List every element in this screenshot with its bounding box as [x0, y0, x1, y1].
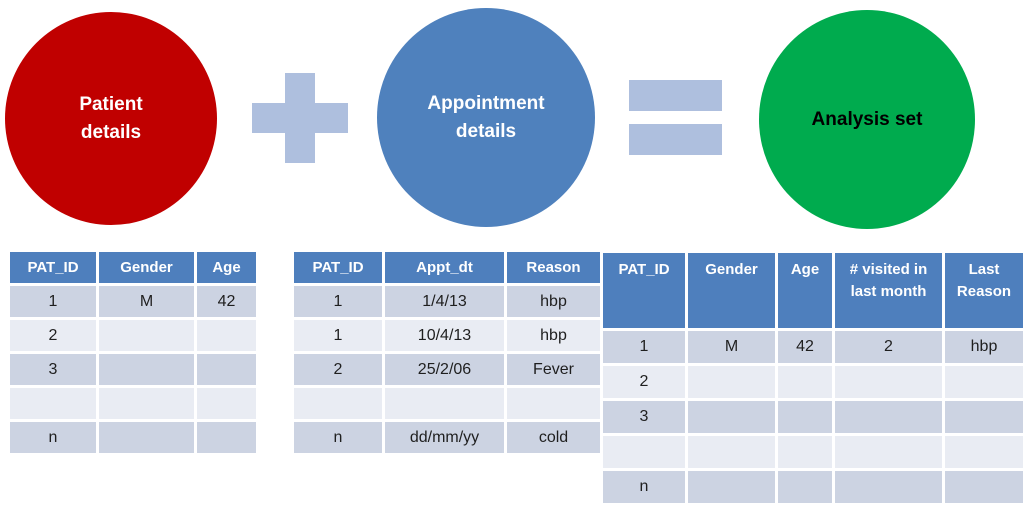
table-cell: 3	[10, 354, 96, 385]
table-cell: n	[603, 471, 685, 503]
table-cell	[688, 436, 775, 468]
table-cell	[945, 366, 1023, 398]
table-cell	[945, 436, 1023, 468]
table-cell	[835, 471, 942, 503]
table-cell: cold	[507, 422, 600, 453]
table-cell	[778, 366, 832, 398]
table-cell	[197, 422, 256, 453]
table-cell	[945, 471, 1023, 503]
table-cell	[197, 354, 256, 385]
column-header: PAT_ID	[294, 252, 382, 283]
table-cell: 2	[10, 320, 96, 351]
table-cell: 3	[603, 401, 685, 433]
table-cell	[385, 388, 504, 419]
table-cell	[10, 388, 96, 419]
table-cell: 1	[603, 331, 685, 363]
table-cell: 1	[10, 286, 96, 317]
table-cell: Fever	[507, 354, 600, 385]
table-cell	[507, 388, 600, 419]
table-cell	[99, 422, 194, 453]
table-cell: 2	[603, 366, 685, 398]
equals-icon	[629, 80, 722, 155]
table-cell: hbp	[945, 331, 1023, 363]
table-cell	[778, 436, 832, 468]
table-cell	[603, 436, 685, 468]
table-cell: 2	[835, 331, 942, 363]
table-cell: 10/4/13	[385, 320, 504, 351]
analysis-set-label: Analysis set	[811, 108, 923, 130]
table-cell: M	[688, 331, 775, 363]
table-cell: dd/mm/yy	[385, 422, 504, 453]
table-cell	[778, 471, 832, 503]
patient-details-label: Patient details	[79, 93, 143, 143]
table-cell: n	[10, 422, 96, 453]
table-cell: 1	[294, 320, 382, 351]
analysis-set-circle: Analysis set	[759, 10, 975, 229]
patient-details-circle: Patient details	[5, 12, 217, 225]
column-header: Gender	[99, 252, 194, 283]
column-header: Age	[197, 252, 256, 283]
table-cell	[197, 388, 256, 419]
column-header: Appt_dt	[385, 252, 504, 283]
table-cell	[688, 366, 775, 398]
plus-icon-horizontal-bar	[252, 103, 348, 133]
table-cell: 1	[294, 286, 382, 317]
column-header: Gender	[688, 253, 775, 328]
column-header: Reason	[507, 252, 600, 283]
table-cell: 42	[778, 331, 832, 363]
table-cell: hbp	[507, 286, 600, 317]
appointment-details-label: Appointment details	[427, 92, 545, 142]
table-cell	[197, 320, 256, 351]
table-cell: 42	[197, 286, 256, 317]
plus-icon	[252, 73, 348, 163]
appointment-details-circle: Appointment details	[377, 8, 595, 227]
table-cell	[99, 320, 194, 351]
column-header: Last Reason	[945, 253, 1023, 328]
table-cell	[294, 388, 382, 419]
table-cell	[835, 436, 942, 468]
column-header: # visited in last month	[835, 253, 942, 328]
table-cell: n	[294, 422, 382, 453]
table-cell	[688, 471, 775, 503]
table-cell	[688, 401, 775, 433]
table-cell: hbp	[507, 320, 600, 351]
table-cell: 1/4/13	[385, 286, 504, 317]
table-cell	[835, 366, 942, 398]
table-cell	[945, 401, 1023, 433]
table-cell	[99, 388, 194, 419]
equals-icon-top-bar	[629, 80, 722, 111]
table-cell: M	[99, 286, 194, 317]
table-cell	[778, 401, 832, 433]
table-cell	[835, 401, 942, 433]
equals-icon-bottom-bar	[629, 124, 722, 155]
column-header: PAT_ID	[603, 253, 685, 328]
table-cell	[99, 354, 194, 385]
column-header: PAT_ID	[10, 252, 96, 283]
table-cell: 2	[294, 354, 382, 385]
table-cell: 25/2/06	[385, 354, 504, 385]
column-header: Age	[778, 253, 832, 328]
